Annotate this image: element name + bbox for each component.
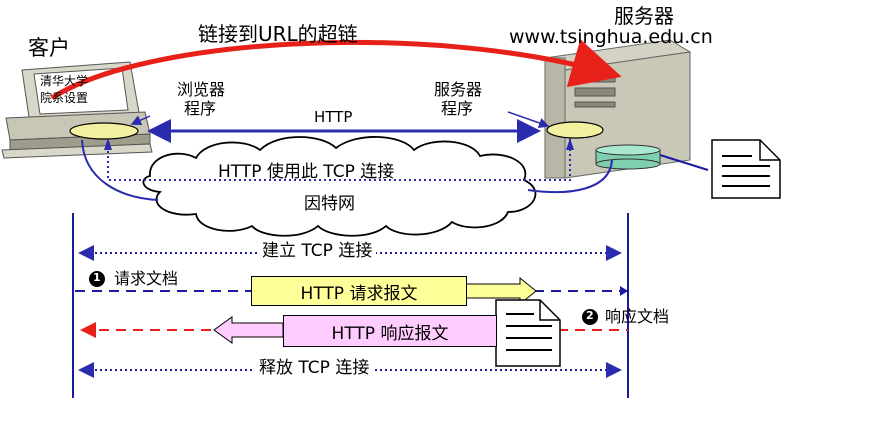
request-message-text: HTTP 请求报文 — [300, 283, 418, 304]
client-to-cloud-line — [81, 139, 159, 201]
tcp-dotted-path — [107, 138, 571, 181]
browser-label-line1: 浏览器 — [177, 80, 226, 99]
browser-label-line2: 程序 — [184, 99, 217, 118]
client-screen-line1: 清华大学 — [40, 74, 89, 88]
step-2-number: 2 — [586, 309, 594, 322]
response-document-icon — [495, 299, 561, 367]
cloud-to-server-line — [527, 159, 613, 194]
step-2-circle — [582, 309, 598, 325]
server-document-icon — [711, 139, 781, 199]
request-label: 请求文档 — [114, 269, 179, 288]
client-title: 客户 — [28, 36, 70, 60]
step-1-number: 1 — [93, 271, 101, 284]
db-to-doc-line — [659, 154, 709, 171]
server-program-label-line2: 程序 — [441, 99, 474, 118]
client-screen-line2: 院系设置 — [40, 91, 89, 105]
cloud-line1: HTTP 使用此 TCP 连接 — [218, 162, 395, 182]
response-message-box: HTTP 响应报文 — [283, 315, 497, 347]
hyperlink-red-arrow — [50, 39, 622, 101]
cloud-line2: 因特网 — [304, 194, 355, 214]
server-title: 服务器 — [614, 4, 674, 28]
response-block-arrow — [213, 316, 284, 344]
request-message-box: HTTP 请求报文 — [251, 276, 467, 306]
internet-cloud — [142, 136, 537, 237]
server-label-pointer — [507, 111, 550, 128]
database-cylinder — [595, 144, 661, 170]
establish-tcp-label: 建立 TCP 连接 — [258, 243, 377, 260]
http-label: HTTP — [314, 108, 353, 126]
browser-label-pointer — [130, 115, 151, 126]
request-block-arrow — [464, 276, 537, 306]
server-url: www.tsinghua.edu.cn — [509, 26, 713, 48]
server-program-ellipse — [546, 121, 604, 139]
hyperlink-label: 链接到URL的超链 — [198, 22, 358, 46]
step-1-circle — [89, 271, 105, 287]
response-label: 响应文档 — [605, 307, 670, 326]
browser-program-ellipse — [69, 122, 139, 140]
server-program-label-line1: 服务器 — [434, 80, 483, 99]
response-message-text: HTTP 响应报文 — [331, 323, 449, 344]
release-tcp-label: 释放 TCP 连接 — [255, 360, 374, 377]
